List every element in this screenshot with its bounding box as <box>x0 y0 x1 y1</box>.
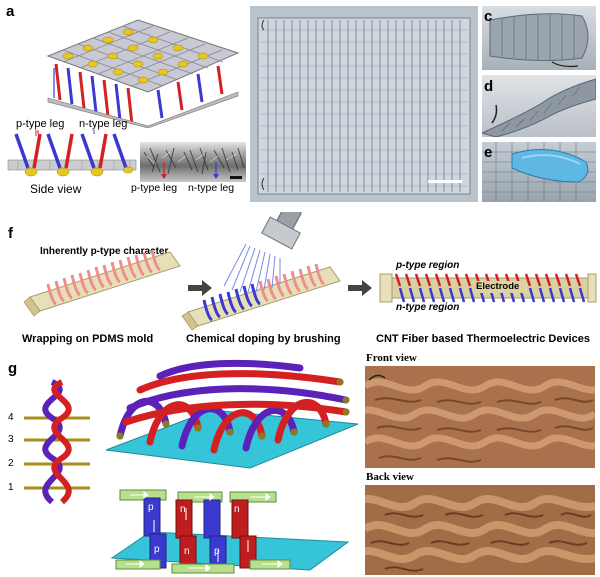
front-view-knit-photo <box>365 366 595 468</box>
process-arrow-2 <box>348 280 372 296</box>
leg-n-label-2: n <box>234 504 240 515</box>
leg-p-label-3: p <box>214 546 220 557</box>
knit-loop-schematic <box>24 379 90 505</box>
panel-label-d: d <box>484 78 494 95</box>
pdms-mold-rod-2 <box>181 263 341 331</box>
pn-leg-schematic <box>110 489 350 574</box>
leg-p-label-1: p <box>148 502 154 513</box>
rolled-fabric <box>489 13 589 68</box>
side-view-label: Side view <box>30 182 82 196</box>
fabric-grid <box>257 17 471 195</box>
panel-f-diagram <box>23 212 597 331</box>
front-knit-texture <box>365 374 595 463</box>
row-number-2: 2 <box>8 458 14 469</box>
panel-label-f: f <box>8 225 13 242</box>
panel-a-sem-image <box>140 142 246 182</box>
n-type-region-label: n-type region <box>396 302 460 313</box>
process-arrow-1 <box>188 280 212 296</box>
knit-3d-model <box>105 359 359 469</box>
panel-label-e: e <box>484 144 493 161</box>
cnt-fiber-device <box>379 273 597 303</box>
panel-e-glove-photo <box>482 142 596 202</box>
p-type-leg-label: p-type leg <box>16 118 65 130</box>
glove-fabric <box>482 142 596 202</box>
panel-c-rolled-photo <box>482 6 596 70</box>
step-device-label: CNT Fiber based Thermoelectric Devices <box>376 333 590 345</box>
row-number-4: 4 <box>8 412 14 423</box>
scale-bar <box>428 180 462 183</box>
inherent-p-type-label: Inherently p-type character <box>40 246 169 257</box>
row-number-1: 1 <box>8 482 14 493</box>
back-view-knit-photo <box>365 485 595 575</box>
panel-d-twisted-photo <box>482 75 596 137</box>
leg-n-label-3: n <box>184 546 190 557</box>
panel-label-c: c <box>484 8 493 25</box>
brush-icon <box>223 212 302 293</box>
back-knit-texture <box>365 494 595 572</box>
n-type-leg-label-2: n-type leg <box>188 182 235 194</box>
leg-p-label-2: p <box>154 544 160 555</box>
step-wrapping-label: Wrapping on PDMS mold <box>22 333 154 345</box>
pdms-mold-rod-1 <box>23 249 181 317</box>
panel-label-a: a <box>6 3 15 20</box>
panel-a-leg-arrows <box>161 162 219 179</box>
p-type-leg-label-2: p-type leg <box>131 182 178 194</box>
sem-texture <box>143 147 245 179</box>
n-type-leg-label: n-type leg <box>79 118 128 130</box>
row-number-3: 3 <box>8 434 14 445</box>
panel-b-fabric-photo <box>250 6 478 202</box>
step-doping-label: Chemical doping by brushing <box>186 333 341 345</box>
panel-a-3d-array <box>46 19 240 128</box>
panel-a-side-view <box>7 130 137 177</box>
electrode-label: Electrode <box>476 281 520 292</box>
front-view-label: Front view <box>366 352 417 364</box>
back-view-label: Back view <box>366 471 414 483</box>
p-type-region-label: p-type region <box>396 260 460 271</box>
twisted-fabric <box>482 78 596 137</box>
leg-n-label-1: n <box>180 504 186 515</box>
panel-label-g: g <box>8 360 18 377</box>
